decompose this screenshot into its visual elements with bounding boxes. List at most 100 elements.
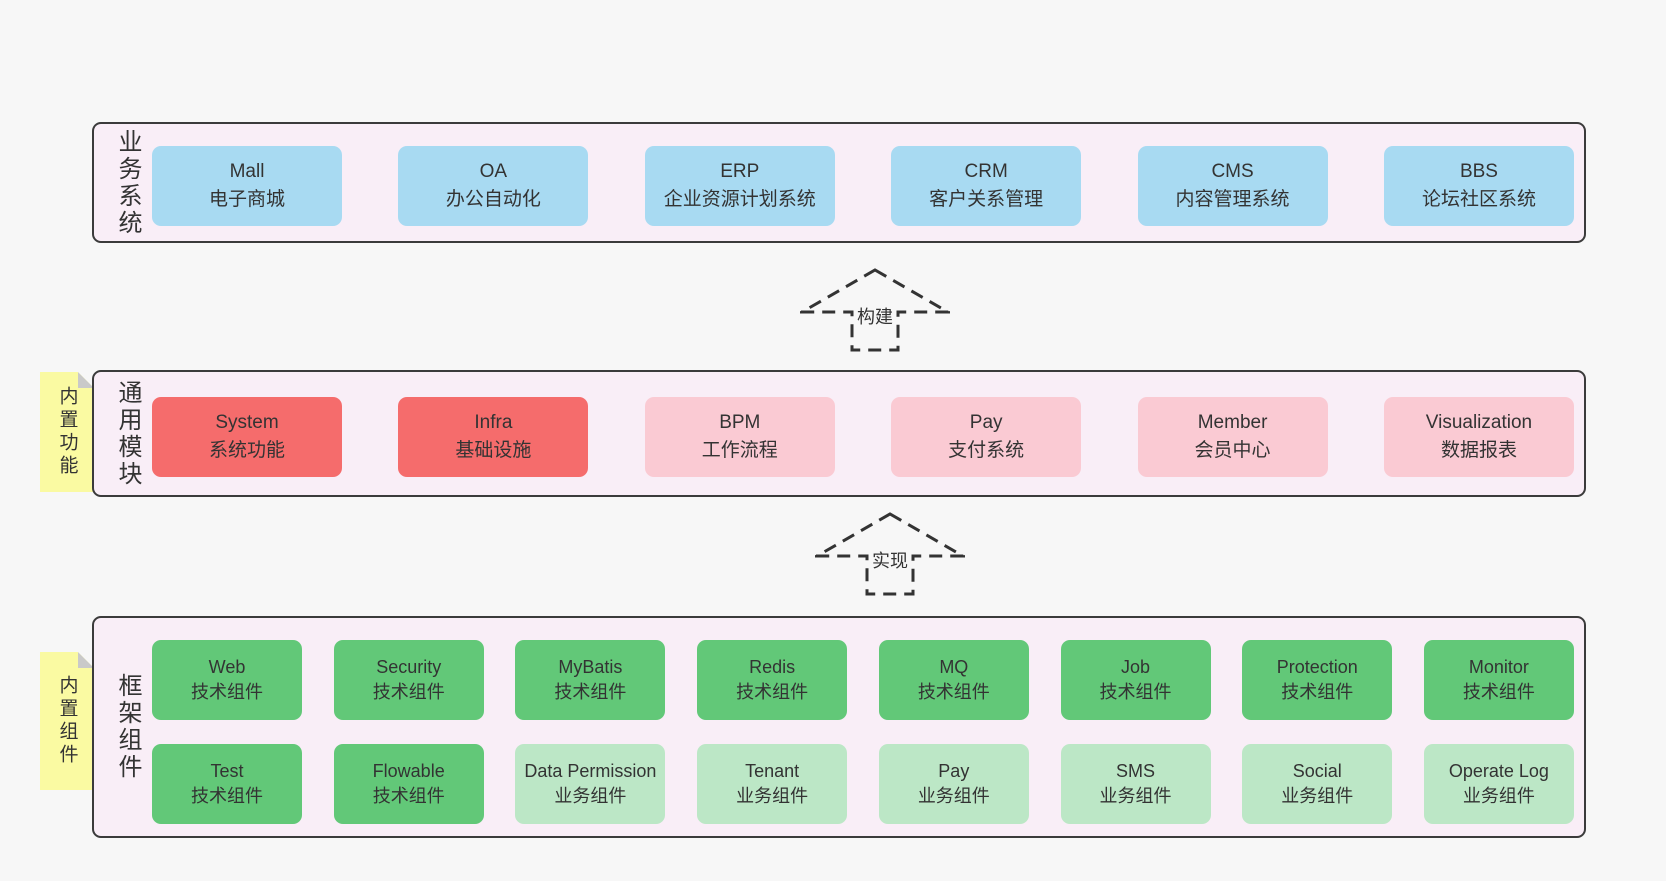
module-name: Pay [938,761,970,782]
module-subtitle: 技术组件 [736,682,809,702]
module-name: Infra [474,412,513,434]
module-name: Member [1197,412,1268,434]
module-subtitle: 业务组件 [1462,786,1535,806]
sticky-note-built-in-components: 内置组件 [40,652,94,790]
module-name: Web [208,657,246,678]
module-subtitle: 客户关系管理 [929,189,1044,210]
module-subtitle: 数据报表 [1440,440,1517,461]
module-name: Monitor [1468,657,1529,678]
arrow-build-label: 构建 [854,302,896,330]
module-subtitle: 系统功能 [208,440,285,461]
module-subtitle: 业务组件 [917,786,990,806]
module-subtitle: 技术组件 [1099,682,1172,702]
module-subtitle: 会员中心 [1194,440,1271,461]
module-box-system: System 系统功能 [152,397,342,477]
module-name: Job [1121,657,1151,678]
layer-label-business-systems: 业务系统 [114,128,141,237]
module-subtitle: 业务组件 [1099,786,1172,806]
module-box-redis: Redis 技术组件 [697,640,848,720]
module-name: System [215,412,279,434]
module-subtitle: 支付系统 [948,440,1025,461]
module-subtitle: 技术组件 [191,786,263,806]
module-box-erp: ERP 企业资源计划系统 [644,146,835,226]
module-subtitle: 技术组件 [1462,682,1535,702]
sticky-note-label: 内置组件 [56,675,78,767]
module-name: Operate Log [1448,761,1549,782]
module-box-mq: MQ 技术组件 [878,640,1029,720]
module-box-test: Test 技术组件 [152,744,302,824]
module-name: Security [376,657,442,678]
module-subtitle: 技术组件 [1281,682,1354,702]
module-subtitle: 技术组件 [191,682,263,702]
module-subtitle: 技术组件 [372,786,445,806]
module-name: Tenant [745,761,800,782]
module-name: Data Permission [524,761,657,782]
module-name: ERP [720,161,760,183]
module-subtitle: 业务组件 [1281,786,1354,806]
module-subtitle: 企业资源计划系统 [663,189,816,210]
module-box-member: Member 会员中心 [1137,397,1328,477]
module-box-crm: CRM 客户关系管理 [891,146,1082,226]
module-name: BPM [719,412,761,434]
up-arrow-icon [815,512,965,596]
layer-label-framework-components: 框架组件 [114,673,141,781]
module-box-infra: Infra 基础设施 [398,397,589,477]
module-name: SMS [1116,761,1156,782]
module-name: Pay [969,412,1003,434]
module-name: BBS [1459,161,1498,183]
arrow-implement-label: 实现 [869,546,911,574]
module-box-job: Job 技术组件 [1060,640,1211,720]
module-name: MQ [939,657,969,678]
module-subtitle: 内容管理系统 [1175,189,1290,210]
module-box-sms: SMS 业务组件 [1060,744,1211,824]
arrow-implement: 实现 [815,512,965,596]
layer-business-systems: 业务系统 Mall 电子商城 OA 办公自动化 ERP 企业资源计划系统 CRM 客户关系管理… [92,122,1586,243]
sticky-note-label: 内置功能 [56,386,78,478]
module-name: Mall [229,161,265,183]
module-name: CRM [964,161,1008,183]
module-box-operate-log: Operate Log 业务组件 [1423,744,1574,824]
module-box-tenant: Tenant 业务组件 [697,744,848,824]
module-subtitle: 业务组件 [554,786,627,806]
module-name: Social [1292,761,1342,782]
module-box-pay: Pay 支付系统 [891,397,1082,477]
module-subtitle: 技术组件 [372,682,445,702]
module-box-mall: Mall 电子商城 [152,146,342,226]
module-box-data-permission: Data Permission 业务组件 [515,744,666,824]
module-box-pay: Pay 业务组件 [878,744,1029,824]
module-name: Test [210,761,244,782]
module-box-security: Security 技术组件 [333,640,484,720]
up-arrow-icon [800,268,950,352]
module-subtitle: 技术组件 [554,682,627,702]
module-subtitle: 业务组件 [736,786,809,806]
module-name: OA [479,161,508,183]
module-name: Redis [749,657,796,678]
module-name: MyBatis [558,657,623,678]
sticky-note-built-in-features: 内置功能 [40,372,94,492]
module-name: Visualization [1425,412,1533,434]
module-box-flowable: Flowable 技术组件 [333,744,484,824]
module-box-web: Web 技术组件 [152,640,302,720]
layer-label-common-modules: 通用模块 [114,379,141,488]
module-box-oa: OA 办公自动化 [398,146,589,226]
module-box-monitor: Monitor 技术组件 [1423,640,1574,720]
module-name: Flowable [372,761,445,782]
module-subtitle: 办公自动化 [445,189,541,210]
module-subtitle: 电子商城 [208,189,285,210]
module-box-visualization: Visualization 数据报表 [1383,397,1574,477]
arrow-build: 构建 [800,268,950,352]
module-subtitle: 基础设施 [455,440,532,461]
module-box-cms: CMS 内容管理系统 [1137,146,1328,226]
module-name: CMS [1211,161,1254,183]
module-subtitle: 技术组件 [917,682,990,702]
module-box-mybatis: MyBatis 技术组件 [515,640,666,720]
